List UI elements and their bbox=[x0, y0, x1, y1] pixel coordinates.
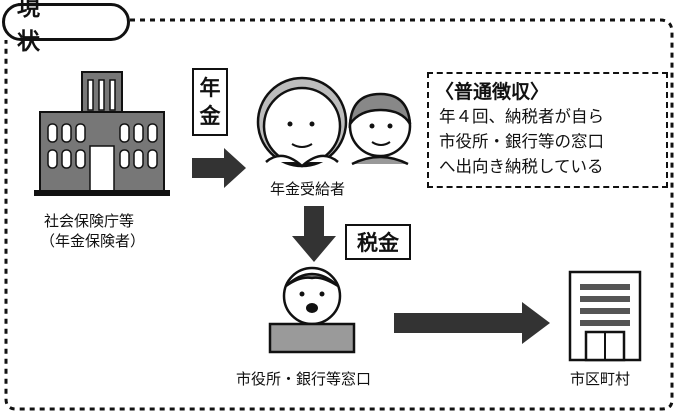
agency-building-icon bbox=[34, 71, 170, 196]
method-title: 〈普通徴収〉 bbox=[435, 81, 550, 103]
method-line: 年４回、納税者が自ら bbox=[439, 107, 604, 126]
counter-label: 市役所・銀行等窓口 bbox=[236, 370, 372, 388]
title-badge: 現 状 bbox=[2, 0, 130, 55]
tax-tag: 税金 bbox=[345, 224, 411, 260]
recipients-label: 年金受給者 bbox=[270, 180, 346, 198]
arrow-down-icon bbox=[292, 206, 336, 262]
agency-label: 社会保険庁等 bbox=[44, 212, 135, 230]
method-line: 市役所・銀行等の窓口 bbox=[439, 132, 604, 151]
pension-tag: 年 金 bbox=[192, 68, 228, 136]
arrow-right-icon bbox=[192, 148, 246, 188]
counter-clerk-icon bbox=[268, 266, 356, 354]
municipality-label: 市区町村 bbox=[570, 370, 631, 388]
arrow-right-long-icon bbox=[394, 302, 550, 344]
pension-recipients-icon bbox=[256, 76, 412, 168]
agency-sublabel: （年金保険者） bbox=[40, 232, 146, 250]
municipality-building-icon bbox=[568, 270, 642, 362]
method-line: へ出向き納税している bbox=[439, 157, 604, 176]
title-text: 現 状 bbox=[17, 0, 91, 55]
tax-tag-text: 税金 bbox=[357, 231, 399, 255]
pension-tag-text: 年 金 bbox=[199, 76, 221, 128]
collection-method-box: 〈普通徴収〉 年４回、納税者が自ら 市役所・銀行等の窓口 へ出向き納税している bbox=[427, 72, 668, 188]
